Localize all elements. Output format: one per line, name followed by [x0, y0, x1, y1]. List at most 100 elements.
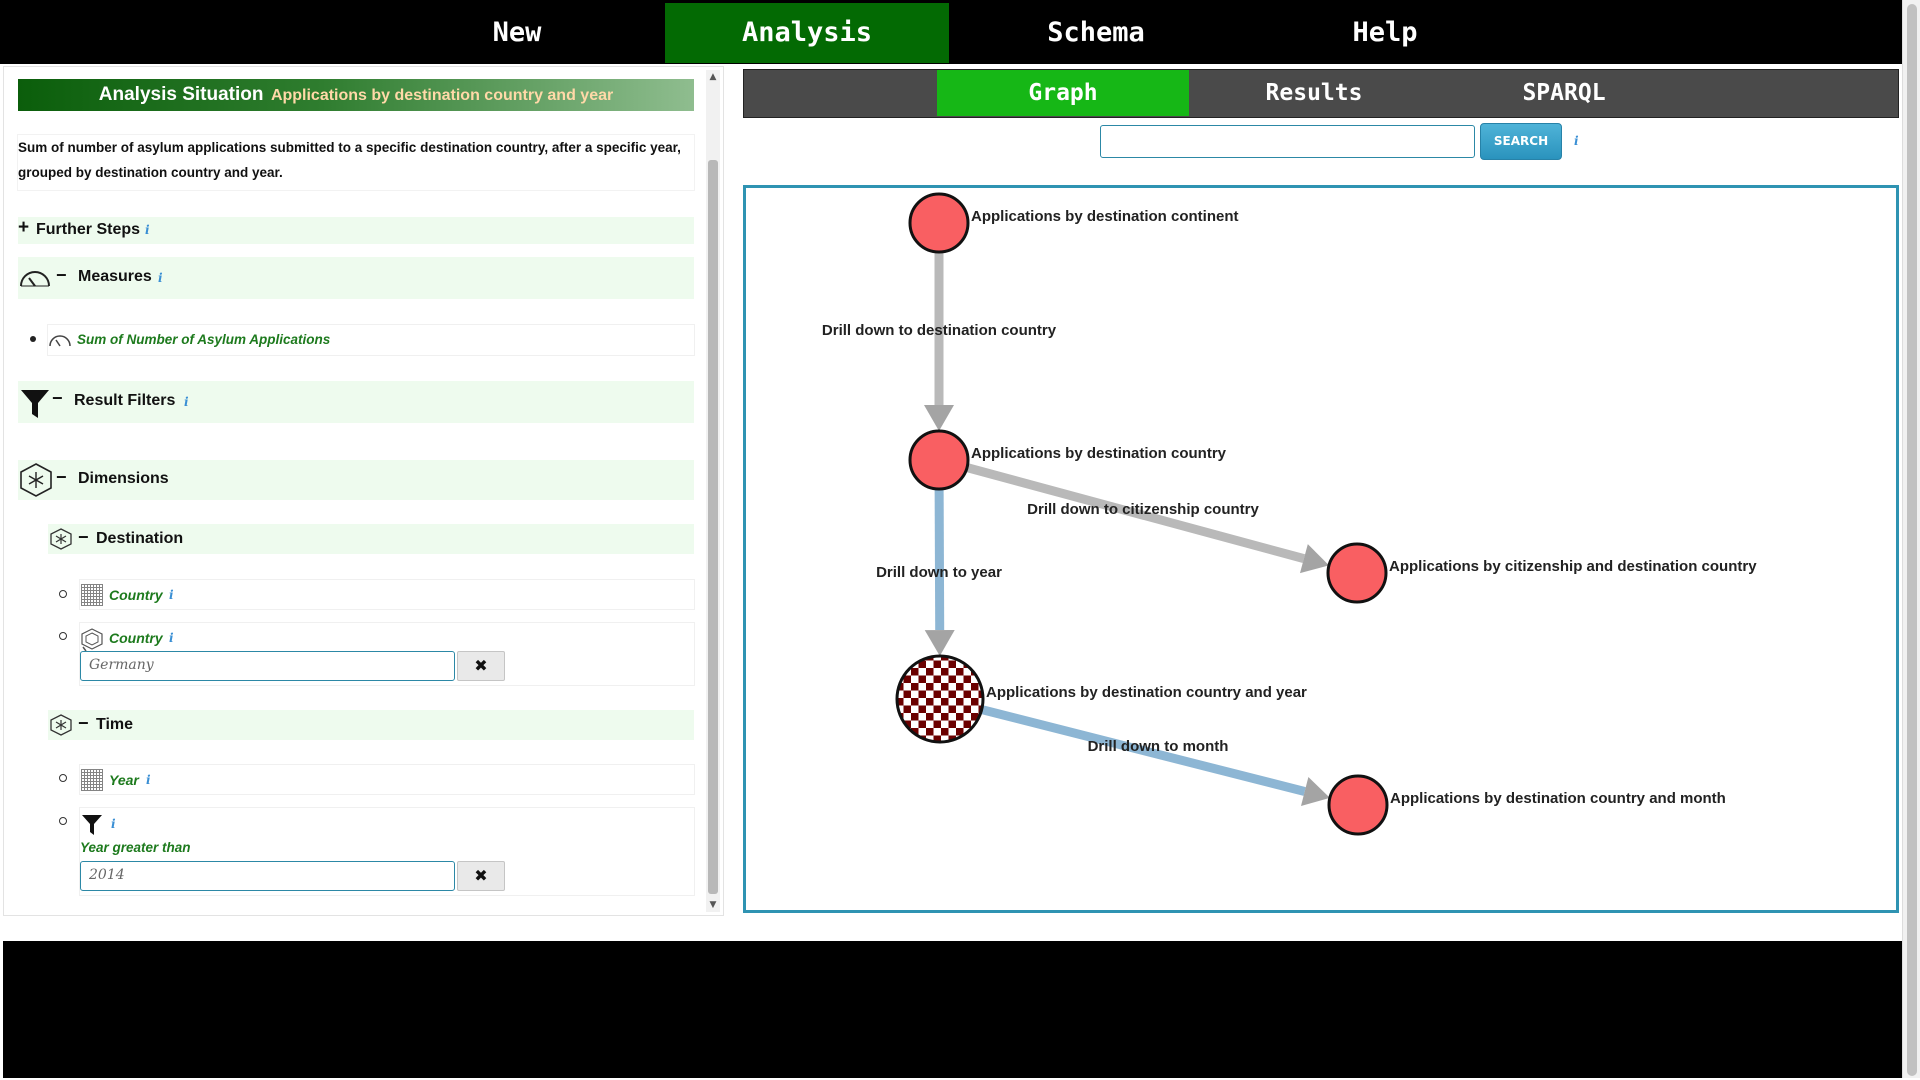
time-level-label[interactable]: Year	[109, 772, 139, 788]
search-info-icon[interactable]: i	[1574, 134, 1579, 148]
destination-filter-label: Country	[109, 630, 163, 646]
nav-tab-schema[interactable]: Schema	[1047, 17, 1145, 48]
current-situation-node[interactable]	[895, 654, 985, 744]
year-filter-input[interactable]: 2014	[80, 861, 455, 891]
nav-tab-new[interactable]: New	[492, 17, 542, 48]
tab-results[interactable]: Results	[1265, 80, 1363, 106]
time-label[interactable]: Time	[96, 716, 134, 733]
dimension-icon	[50, 714, 72, 736]
dimension-icon	[50, 528, 72, 550]
measure-item[interactable]: Sum of Number of Asylum Applications	[48, 325, 694, 355]
view-tabs: Graph Results SPARQL	[743, 69, 1899, 118]
info-icon[interactable]: i	[169, 588, 174, 602]
tab-sparql[interactable]: SPARQL	[1522, 80, 1606, 106]
further-steps-label[interactable]: Further Steps	[36, 221, 141, 238]
description-line-1: Sum of number of asylum applications sub…	[18, 140, 681, 155]
graph-edge[interactable]	[938, 694, 1306, 796]
search-button[interactable]: SEARCH	[1480, 123, 1562, 160]
edge-label[interactable]: Drill down to citizenship country	[1027, 501, 1259, 518]
edge-label[interactable]: Drill down to destination country	[822, 322, 1057, 339]
left-scrollbar-thumb[interactable]	[708, 160, 718, 894]
info-icon[interactable]: i	[145, 223, 150, 237]
time-level-item[interactable]: Year i	[80, 765, 694, 794]
node-label[interactable]: Applications by citizenship and destinat…	[1389, 558, 1757, 575]
situation-description: Sum of number of asylum applications sub…	[18, 135, 694, 190]
gauge-icon	[49, 335, 71, 347]
info-icon[interactable]: i	[111, 817, 116, 831]
nav-tab-help[interactable]: Help	[1352, 17, 1418, 48]
further-steps-section[interactable]: + Further Steps i	[18, 217, 694, 244]
level-grid-icon	[81, 584, 103, 606]
gauge-icon	[20, 271, 50, 287]
dimensions-section[interactable]: − Dimensions	[18, 460, 694, 500]
info-icon[interactable]: i	[146, 773, 151, 787]
top-navbar: New Analysis Schema Help	[0, 0, 1902, 64]
footer-bar	[3, 941, 1902, 1080]
bottom-edge	[0, 1078, 1920, 1080]
dimensions-cube-icon	[20, 463, 52, 497]
edge-arrowhead	[1299, 544, 1330, 574]
situation-node[interactable]	[908, 429, 970, 491]
node-label[interactable]: Applications by destination country	[971, 445, 1227, 462]
edge-arrowhead	[924, 629, 955, 657]
graph-search-input[interactable]	[1100, 125, 1475, 158]
result-filters-label[interactable]: Result Filters	[74, 392, 176, 409]
list-bullet	[30, 336, 36, 342]
page-scrollbar-thumb[interactable]	[1907, 4, 1917, 1076]
clear-country-filter-button[interactable]: ✖	[457, 651, 505, 681]
analysis-situation-header: Analysis Situation Applications by desti…	[18, 79, 694, 111]
situation-node[interactable]	[1327, 774, 1389, 836]
edge-arrowhead	[924, 405, 954, 431]
time-dimension[interactable]: − Time	[48, 710, 694, 740]
destination-level-item[interactable]: Country i	[80, 580, 694, 609]
situation-node[interactable]	[908, 192, 970, 254]
measure-name[interactable]: Sum of Number of Asylum Applications	[77, 332, 331, 347]
nav-tab-analysis[interactable]: Analysis	[665, 3, 949, 63]
list-ring	[59, 590, 67, 598]
tab-graph[interactable]: Graph	[937, 70, 1189, 116]
country-filter-input[interactable]: Germany	[80, 651, 455, 681]
node-label[interactable]: Applications by destination country and …	[986, 684, 1307, 701]
scroll-up-arrow[interactable]: ▲	[709, 72, 717, 82]
level-grid-icon	[81, 769, 103, 791]
filter-icon	[82, 815, 102, 835]
list-ring	[59, 632, 67, 640]
info-icon[interactable]: i	[158, 271, 163, 285]
measures-section[interactable]: − Measures i	[18, 257, 694, 299]
list-ring	[59, 774, 67, 782]
node-label[interactable]: Applications by destination country and …	[1390, 790, 1726, 807]
dimensions-label[interactable]: Dimensions	[78, 470, 169, 487]
node-label[interactable]: Applications by destination continent	[971, 208, 1239, 225]
info-icon[interactable]: i	[169, 631, 174, 645]
list-ring	[59, 817, 67, 825]
filter-icon	[21, 390, 49, 418]
clear-year-filter-button[interactable]: ✖	[457, 861, 505, 891]
situation-name: Applications by destination country and …	[270, 87, 614, 104]
collapse-toggle[interactable]: −	[56, 467, 67, 487]
collapse-toggle[interactable]: −	[56, 265, 67, 285]
collapse-toggle[interactable]: −	[52, 388, 63, 408]
measures-label[interactable]: Measures	[78, 268, 152, 285]
result-filters-section[interactable]: − Result Filters i	[18, 381, 694, 423]
collapse-toggle[interactable]: −	[78, 527, 89, 547]
edge-label[interactable]: Drill down to month	[1088, 738, 1229, 755]
page-scrollbar[interactable]	[1902, 0, 1920, 1080]
scroll-down-arrow[interactable]: ▼	[709, 900, 717, 910]
edge-arrowhead	[1301, 776, 1330, 807]
edge-label[interactable]: Drill down to year	[876, 564, 1002, 581]
graph-edge[interactable]	[937, 455, 1306, 563]
collapse-toggle[interactable]: −	[78, 713, 89, 733]
situation-node[interactable]	[1326, 542, 1388, 604]
situation-label: Analysis Situation	[98, 84, 264, 105]
destination-dimension[interactable]: − Destination	[48, 524, 694, 554]
time-filter-label: Year greater than	[80, 840, 191, 855]
info-icon[interactable]: i	[184, 395, 189, 409]
destination-label[interactable]: Destination	[96, 530, 184, 547]
left-panel-scrollbar[interactable]: ▲ ▼	[706, 70, 720, 912]
destination-level-label[interactable]: Country	[109, 587, 163, 603]
slice-icon	[81, 628, 103, 652]
description-line-2: grouped by destination country and year.	[18, 165, 283, 180]
expand-toggle[interactable]: +	[18, 217, 30, 238]
